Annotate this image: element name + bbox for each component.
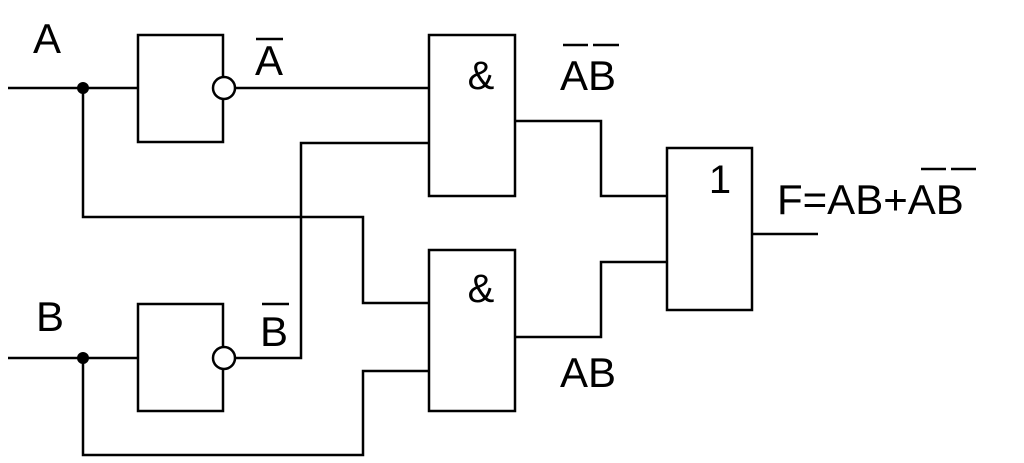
input-b-label: B — [36, 293, 64, 340]
not-gate-a-body — [136, 33, 225, 144]
wire-a-to-and-bottom — [81, 88, 429, 305]
wire-and-top-out — [516, 119, 667, 198]
wire-and-bottom-out — [516, 260, 667, 339]
and-gate-top-symbol: & — [468, 54, 495, 98]
and-gate-bottom-symbol: & — [468, 267, 495, 311]
or-gate-body — [665, 146, 754, 312]
output-expression: F=AB+AB — [777, 176, 964, 223]
a-b-label: AB — [560, 349, 616, 396]
not-gate-b — [136, 302, 237, 413]
wire-not-b — [235, 141, 429, 360]
not-a-not-b-label: AB — [560, 52, 616, 99]
and-gate-top-body — [427, 33, 517, 198]
not-gate-a — [136, 33, 237, 144]
input-a-wiring — [8, 82, 429, 305]
input-a-label: A — [33, 15, 61, 62]
or-gate: 1 — [665, 146, 754, 312]
input-b-wiring — [8, 352, 429, 457]
wire-b-to-and-bottom — [81, 358, 429, 457]
not-gate-b-bubble — [211, 345, 237, 371]
not-gate-a-bubble — [211, 75, 237, 101]
and-gate-bottom: & — [427, 248, 517, 413]
not-b-label: B — [260, 308, 288, 355]
and-gate-top: & — [427, 33, 517, 198]
not-gate-b-body — [136, 302, 225, 413]
or-gate-symbol: 1 — [709, 158, 731, 202]
not-a-label: A — [255, 37, 283, 84]
and-gate-bottom-body — [427, 248, 517, 413]
